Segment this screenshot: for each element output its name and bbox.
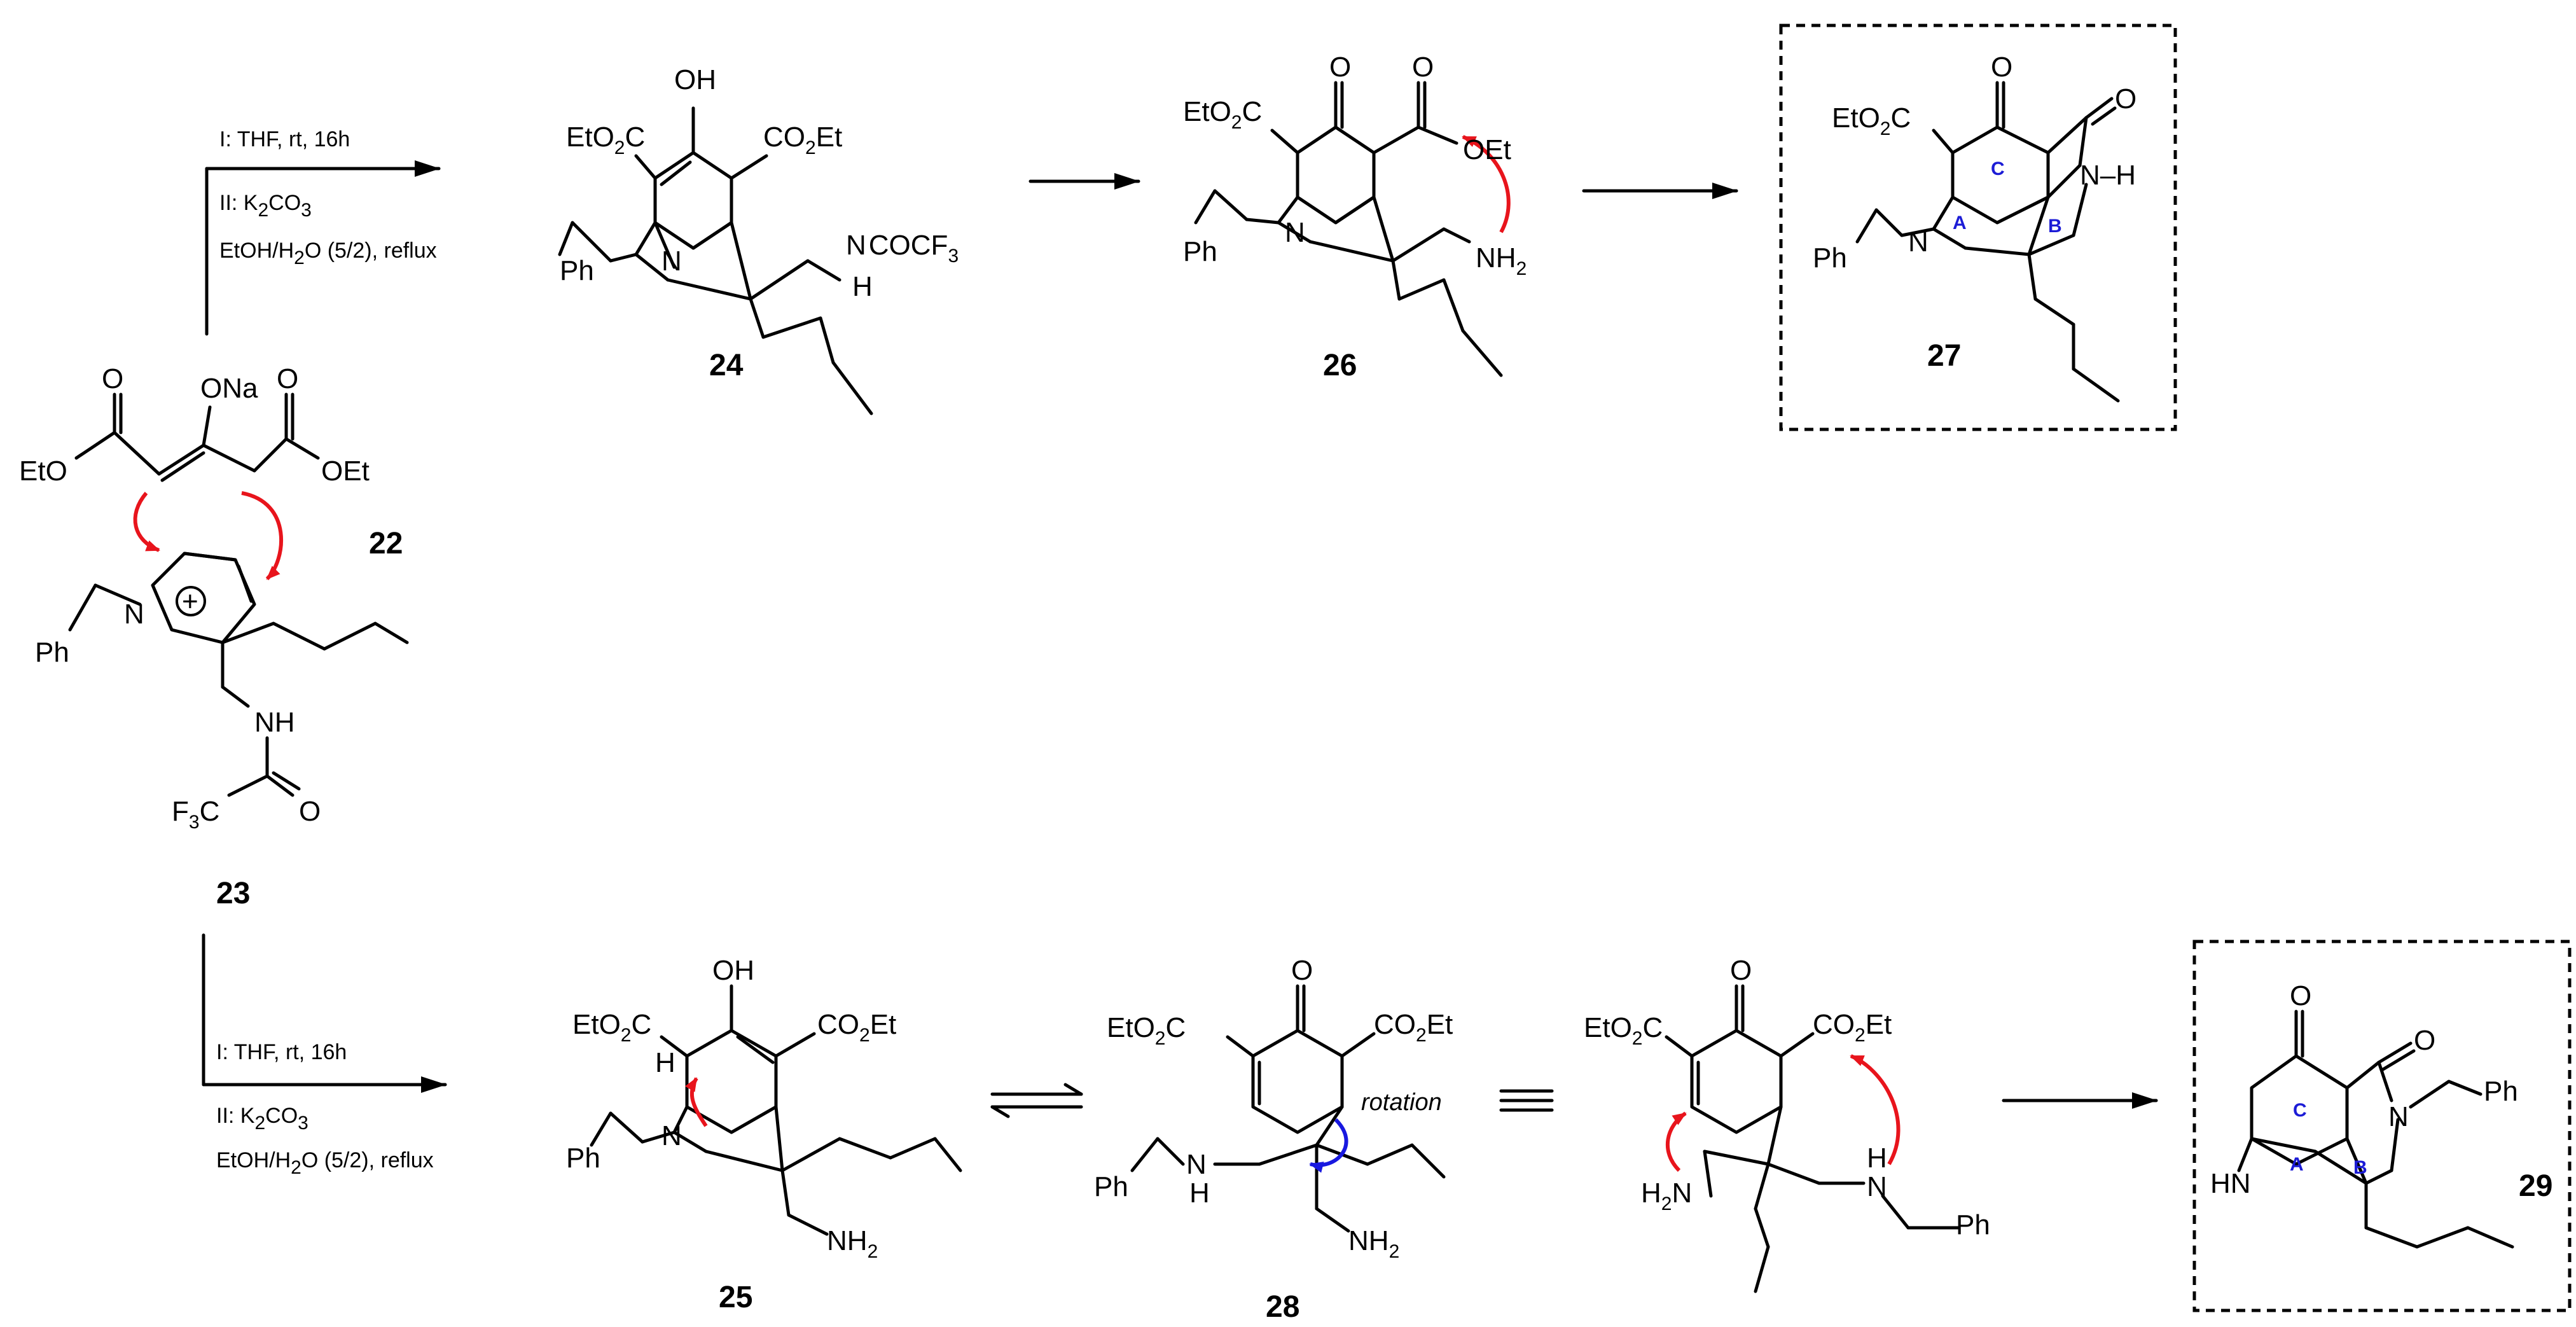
svg-text:OEt: OEt — [1463, 134, 1511, 165]
svg-text:NH2: NH2 — [1348, 1225, 1399, 1262]
svg-text:O: O — [2115, 83, 2136, 115]
svg-text:O: O — [2290, 980, 2311, 1011]
svg-text:H2N: H2N — [1641, 1178, 1692, 1214]
equilibrium-arrows — [990, 1083, 1083, 1118]
ring-A-29: A — [2290, 1154, 2304, 1175]
svg-text:NH: NH — [254, 707, 295, 738]
svg-text:OEt: OEt — [321, 455, 370, 487]
compound-23: + N Ph NH O F3C 23 — [35, 491, 409, 910]
compound-25-label: 25 — [719, 1281, 752, 1314]
svg-text:CO2Et: CO2Et — [1813, 1009, 1892, 1046]
svg-text:Ph: Ph — [1094, 1171, 1128, 1202]
svg-text:N: N — [1186, 1149, 1207, 1180]
compound-24: OH EtO2C CO2Et N Ph NCOCF3 H 24 — [558, 64, 959, 415]
compound-29-label: 29 — [2519, 1169, 2552, 1203]
rotation-annotation: rotation — [1361, 1089, 1442, 1116]
compound-29: O O N Ph HN C A B 29 — [2192, 940, 2572, 1312]
svg-text:NH2: NH2 — [827, 1225, 878, 1262]
svg-text:Ph: Ph — [560, 255, 594, 286]
compound-27-box — [1779, 24, 2177, 431]
svg-text:H: H — [655, 1047, 675, 1078]
ring-B-27: B — [2048, 216, 2062, 237]
svg-text:Ph: Ph — [1813, 242, 1847, 274]
svg-text:ONa: ONa — [200, 373, 258, 404]
svg-text:Ph: Ph — [1956, 1209, 1990, 1240]
svg-text:NCOCF3: NCOCF3 — [846, 230, 959, 267]
equivalence-symbol — [1499, 1089, 1554, 1112]
svg-text:HN: HN — [2210, 1168, 2251, 1199]
svg-text:O: O — [1730, 955, 1752, 986]
svg-text:O: O — [299, 796, 321, 827]
svg-text:EtO2C: EtO2C — [1107, 1012, 1186, 1049]
svg-text:O: O — [2414, 1025, 2435, 1056]
svg-text:EtOH/H2O (5/2), reflux: EtOH/H2O (5/2), reflux — [216, 1148, 434, 1178]
svg-text:N: N — [124, 599, 144, 630]
svg-text:N: N — [1285, 217, 1305, 248]
svg-text:N: N — [661, 1120, 682, 1151]
svg-text:Ph: Ph — [2484, 1076, 2518, 1107]
compound-27-label: 27 — [1927, 339, 1961, 373]
svg-text:O: O — [1991, 52, 2012, 83]
svg-text:II: K2CO3: II: K2CO3 — [219, 191, 312, 221]
svg-text:N: N — [1867, 1171, 1887, 1202]
svg-text:EtO2C: EtO2C — [566, 122, 645, 158]
svg-text:+: + — [182, 586, 198, 617]
bottom-conditions: I: THF, rt, 16h II: K2CO3 EtOH/H2O (5/2)… — [216, 1040, 434, 1178]
svg-text:II: K2CO3: II: K2CO3 — [216, 1104, 308, 1134]
svg-text:H: H — [1189, 1178, 1210, 1209]
bottom-reaction-arrow — [202, 933, 447, 1093]
top-reaction-arrow — [205, 160, 441, 336]
compound-22: EtO O ONa O OEt 22 — [19, 363, 403, 560]
svg-text:Ph: Ph — [35, 637, 69, 668]
svg-text:EtO2C: EtO2C — [1584, 1012, 1663, 1049]
compound-28-conformer: O EtO2C CO2Et H2N H N Ph — [1584, 955, 1990, 1293]
svg-text:N: N — [661, 246, 682, 277]
svg-text:EtO2C: EtO2C — [1183, 96, 1262, 133]
compound-24-label: 24 — [709, 349, 744, 382]
svg-text:O: O — [1412, 52, 1434, 83]
compound-28-label: 28 — [1266, 1290, 1299, 1324]
svg-text:CO2Et: CO2Et — [817, 1009, 896, 1046]
compound-26: O O OEt EtO2C N Ph NH2 26 — [1183, 52, 1527, 382]
compound-26-label: 26 — [1323, 349, 1357, 382]
compound-29-box — [2192, 940, 2572, 1312]
svg-text:CO2Et: CO2Et — [763, 122, 842, 158]
bottom-condition-step1: I: THF, rt, 16h — [216, 1040, 347, 1064]
compound-27: O O EtO2C N–H N Ph C A B 27 — [1779, 24, 2177, 431]
svg-text:OH: OH — [712, 955, 754, 986]
svg-text:CO2Et: CO2Et — [1374, 1009, 1453, 1046]
ring-C-27: C — [1991, 158, 2005, 179]
ring-C-29: C — [2293, 1100, 2307, 1121]
svg-text:O: O — [102, 363, 123, 394]
svg-text:F3C: F3C — [172, 796, 219, 833]
svg-text:Ph: Ph — [566, 1143, 600, 1174]
svg-text:H: H — [1867, 1143, 1887, 1174]
svg-text:N–H: N–H — [2080, 160, 2136, 191]
ring-A-27: A — [1953, 212, 1967, 233]
svg-text:EtO2C: EtO2C — [1832, 102, 1911, 139]
svg-text:EtO: EtO — [19, 455, 67, 487]
svg-text:H: H — [852, 271, 873, 302]
svg-text:O: O — [1329, 52, 1351, 83]
svg-text:Ph: Ph — [1183, 236, 1217, 267]
top-condition-step1: I: THF, rt, 16h — [219, 127, 350, 151]
compound-22-label: 22 — [369, 527, 403, 560]
top-conditions: I: THF, rt, 16h II: K2CO3 EtOH/H2O (5/2)… — [219, 127, 437, 268]
svg-text:OH: OH — [674, 64, 716, 95]
svg-text:EtOH/H2O (5/2), reflux: EtOH/H2O (5/2), reflux — [219, 239, 437, 268]
svg-text:NH2: NH2 — [1476, 242, 1527, 279]
compound-25: OH EtO2C H CO2Et N Ph NH2 25 — [566, 955, 962, 1314]
compound-28: rotation O EtO2C CO2Et N H Ph NH2 28 — [1094, 955, 1453, 1324]
svg-text:O: O — [277, 363, 298, 394]
svg-text:N: N — [2388, 1101, 2409, 1132]
ring-B-29: B — [2353, 1157, 2367, 1178]
compound-23-label: 23 — [216, 877, 250, 910]
svg-text:N: N — [1908, 226, 1929, 258]
svg-text:EtO2C: EtO2C — [572, 1009, 651, 1046]
svg-text:O: O — [1291, 955, 1313, 986]
